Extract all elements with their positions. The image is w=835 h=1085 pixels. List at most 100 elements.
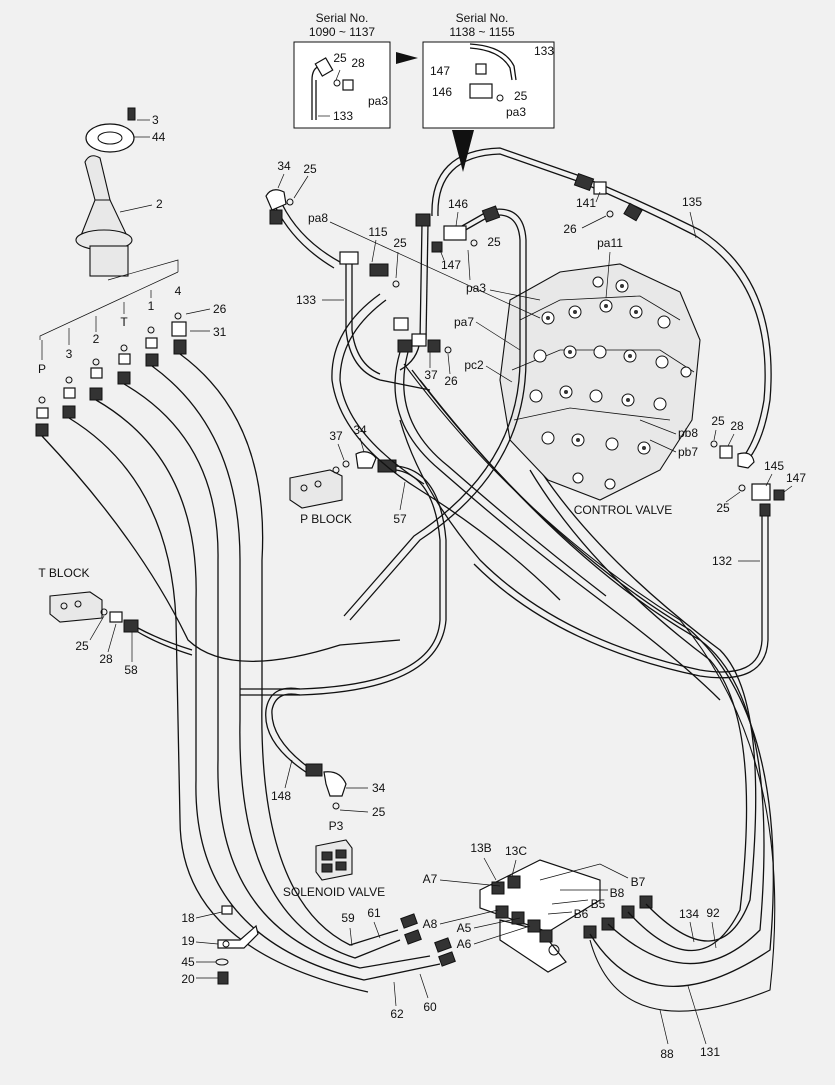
inset-left-part-25: 25 <box>333 51 347 65</box>
part-58: 58 <box>124 663 138 677</box>
port-P: P <box>38 362 46 376</box>
right-fittings: 25 28 145 147 25 132 <box>399 414 806 679</box>
part-135: 135 <box>682 195 702 209</box>
serial-inset-right: Serial No. 1138 ~ 1155 133 147 146 25 pa… <box>422 11 555 129</box>
part-57: 57 <box>393 512 407 526</box>
serial-inset-left: Serial No. 1090 ~ 1137 25 28 pa3 133 <box>293 11 391 129</box>
part-25-tblock: 25 <box>75 639 89 653</box>
part-19: 19 <box>181 934 195 948</box>
part-61: 61 <box>367 906 381 920</box>
control-valve: CONTROL VALVE <box>499 263 701 517</box>
part-92: 92 <box>706 906 720 920</box>
inset-right-part-133: 133 <box>534 44 554 58</box>
part-28-pb: 28 <box>730 419 744 433</box>
part-62: 62 <box>390 1007 404 1021</box>
t-block-label: T BLOCK <box>38 566 89 580</box>
part-25-115: 25 <box>393 236 407 250</box>
part-45: 45 <box>181 955 195 969</box>
part-148: 148 <box>271 789 291 803</box>
solenoid-manifold: 13B 13C A7 A8 A5 A6 B7 B8 B5 B6 <box>400 841 653 973</box>
part-131: 131 <box>700 1045 720 1059</box>
part-147-right: 147 <box>786 471 806 485</box>
port-3: 3 <box>66 347 73 361</box>
part-26: 26 <box>213 302 227 316</box>
inset-right-part-147: 147 <box>430 64 450 78</box>
solenoid-A5: A5 <box>457 921 472 935</box>
b-side-hoses: 134 92 88 131 <box>403 363 776 1061</box>
joystick-fittings <box>35 312 187 437</box>
serial-left-title: Serial No. <box>316 11 369 25</box>
solenoid-A6: A6 <box>457 937 472 951</box>
solenoid-B8: B8 <box>610 886 625 900</box>
port-pc2: pc2 <box>464 358 484 372</box>
part-26-mid: 26 <box>444 374 458 388</box>
joystick-assembly: 3 44 2 <box>75 107 166 277</box>
control-valve-label: CONTROL VALVE <box>574 503 672 517</box>
serial-arrow-icon <box>396 52 418 64</box>
inset-right-part-146: 146 <box>432 85 452 99</box>
part-18: 18 <box>181 911 195 925</box>
part-25-pblock: 37 <box>329 429 343 443</box>
port-pa7: pa7 <box>454 315 474 329</box>
part-145: 145 <box>764 459 784 473</box>
mount-bracket: 18 19 45 20 <box>181 905 259 986</box>
port-1: 1 <box>148 299 155 313</box>
joystick-hoses <box>41 353 441 993</box>
part-134: 134 <box>679 907 699 921</box>
part-25-solenoid: 25 <box>372 805 386 819</box>
part-25-top: 25 <box>303 162 317 176</box>
part-133: 133 <box>296 293 316 307</box>
part-28-tblock: 28 <box>99 652 113 666</box>
part-20: 20 <box>181 972 195 986</box>
part-59: 59 <box>341 911 355 925</box>
solenoid-p3-connection: 148 34 25 P3 SOLENOID VALVE <box>265 687 386 899</box>
part-146: 146 <box>448 197 468 211</box>
part-147-tee: 147 <box>441 258 461 272</box>
port-pb8: pb8 <box>678 426 698 440</box>
part-115: 115 <box>368 225 387 239</box>
solenoid-B5: B5 <box>591 897 606 911</box>
port-pb7: pb7 <box>678 445 698 459</box>
part-132: 132 <box>712 554 732 568</box>
port-pa11: pa11 <box>597 236 623 250</box>
solenoid-A8: A8 <box>423 917 438 931</box>
p3-label: P3 <box>329 819 344 833</box>
inset-left-part-28: 28 <box>351 56 365 70</box>
joystick-port-labels: P 3 2 T 1 4 26 31 <box>38 284 227 376</box>
port-pa3: pa3 <box>466 281 486 295</box>
lower-hose-labels: 59 61 62 60 <box>341 906 437 1021</box>
part-88: 88 <box>660 1047 674 1061</box>
port-2: 2 <box>93 332 100 346</box>
inset-left-part-pa3: pa3 <box>368 94 388 108</box>
solenoid-B6: B6 <box>574 907 589 921</box>
part-26-top: 26 <box>563 222 577 236</box>
port-T: T <box>120 315 128 329</box>
part-25-tee: 25 <box>487 235 501 249</box>
inset-right-part-pa3: pa3 <box>506 105 526 119</box>
inset-left-part-133: 133 <box>333 109 353 123</box>
solenoid-valve-label: SOLENOID VALVE <box>283 885 385 899</box>
p-block: P BLOCK 37 34 57 <box>240 423 447 696</box>
serial-right-title: Serial No. <box>456 11 509 25</box>
part-25-right: 25 <box>716 501 730 515</box>
part-141: 141 <box>576 196 596 210</box>
solenoid-13B: 13B <box>470 841 491 855</box>
part-60: 60 <box>423 1000 437 1014</box>
part-25-pb: 25 <box>711 414 725 428</box>
detail-pointer-icon <box>452 130 474 172</box>
part-3: 3 <box>152 113 159 127</box>
part-34-solenoid: 34 <box>372 781 386 795</box>
pilot-hoses: 141 135 26 146 25 147 34 25 115 <box>265 147 772 701</box>
part-34-top: 34 <box>277 159 291 173</box>
part-31: 31 <box>213 325 227 339</box>
inset-right-part-25: 25 <box>514 89 528 103</box>
part-2: 2 <box>156 197 163 211</box>
port-pa8: pa8 <box>308 211 328 225</box>
solenoid-13C: 13C <box>505 844 527 858</box>
port-4: 4 <box>175 284 182 298</box>
solenoid-B7: B7 <box>631 875 646 889</box>
t-block: T BLOCK 25 28 58 <box>38 566 193 677</box>
part-37: 37 <box>424 368 438 382</box>
